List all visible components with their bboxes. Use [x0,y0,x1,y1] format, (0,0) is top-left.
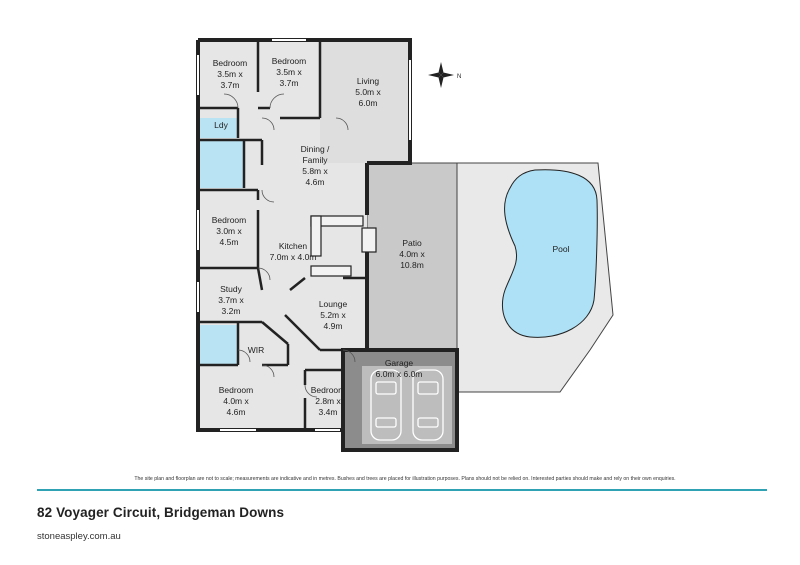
dining-label2: Family [302,155,328,165]
study-label: Study [220,284,242,294]
patio-dims2: 10.8m [400,260,424,270]
bedroom3-dims: 3.0m x [216,226,242,236]
floor-plan: Bedroom 3.5m x 3.7m Bedroom 3.5m x 3.7m … [196,38,614,452]
bedroom2-label: Bedroom [272,56,307,66]
bedroom1-dims2: 3.7m [221,80,240,90]
wir-label: WIR [248,345,265,355]
dining-dims2: 4.6m [306,177,325,187]
bedroom4-dims2: 4.6m [227,407,246,417]
property-address: 82 Voyager Circuit, Bridgeman Downs [37,505,285,520]
pool-label: Pool [552,244,569,254]
bedroom2-dims2: 3.7m [280,78,299,88]
kitchen-dims: 7.0m x 4.0m [270,252,317,262]
study-dims2: 3.2m [222,306,241,316]
bedroom4-label: Bedroom [219,385,254,395]
bedroom4-dims: 4.0m x [223,396,249,406]
disclaimer-text: The site plan and floorplan are not to s… [134,476,676,482]
room-labels: Bedroom 3.5m x 3.7m Bedroom 3.5m x 3.7m … [212,56,570,417]
interior-walls [198,40,367,430]
car-icon [370,369,444,441]
bedroom1-dims: 3.5m x [217,69,243,79]
compass-icon: N [428,62,461,88]
kitchen-label: Kitchen [279,241,308,251]
dining-dims: 5.8m x [302,166,328,176]
garage-label: Garage [385,358,414,368]
living-label: Living [357,76,379,86]
door-swings [223,93,356,398]
laundry-label: Ldy [214,120,228,130]
website-link[interactable]: stoneaspley.com.au [37,531,121,542]
divider [37,489,767,491]
study-dims: 3.7m x [218,295,244,305]
bedroom5-dims2: 3.4m [319,407,338,417]
ensuite-floor [198,325,238,365]
laundry-floor [198,118,238,138]
pool [501,169,598,338]
bedroom2-dims: 3.5m x [276,67,302,77]
bedroom5-label: Bedroom [311,385,346,395]
lounge-dims: 5.2m x [320,310,346,320]
dining-label: Dining / [301,144,330,154]
compass-north-label: N [457,74,461,80]
garage-slab [362,366,452,444]
patio-dims: 4.0m x [399,249,425,259]
bedroom1-label: Bedroom [213,58,248,68]
kitchen-bench [310,215,377,277]
lounge-label: Lounge [319,299,348,309]
lounge-dims2: 4.9m [324,321,343,331]
living-floor [320,40,410,163]
living-dims: 5.0m x [355,87,381,97]
bedroom3-label: Bedroom [212,215,247,225]
bathroom-floor [198,140,244,188]
bedroom5-dims: 2.8m x [315,396,341,406]
patio-label: Patio [402,238,422,248]
garage-dims: 6.0m x 6.0m [376,369,423,379]
bedroom3-dims2: 4.5m [220,237,239,247]
windows [197,39,411,431]
living-dims2: 6.0m [359,98,378,108]
